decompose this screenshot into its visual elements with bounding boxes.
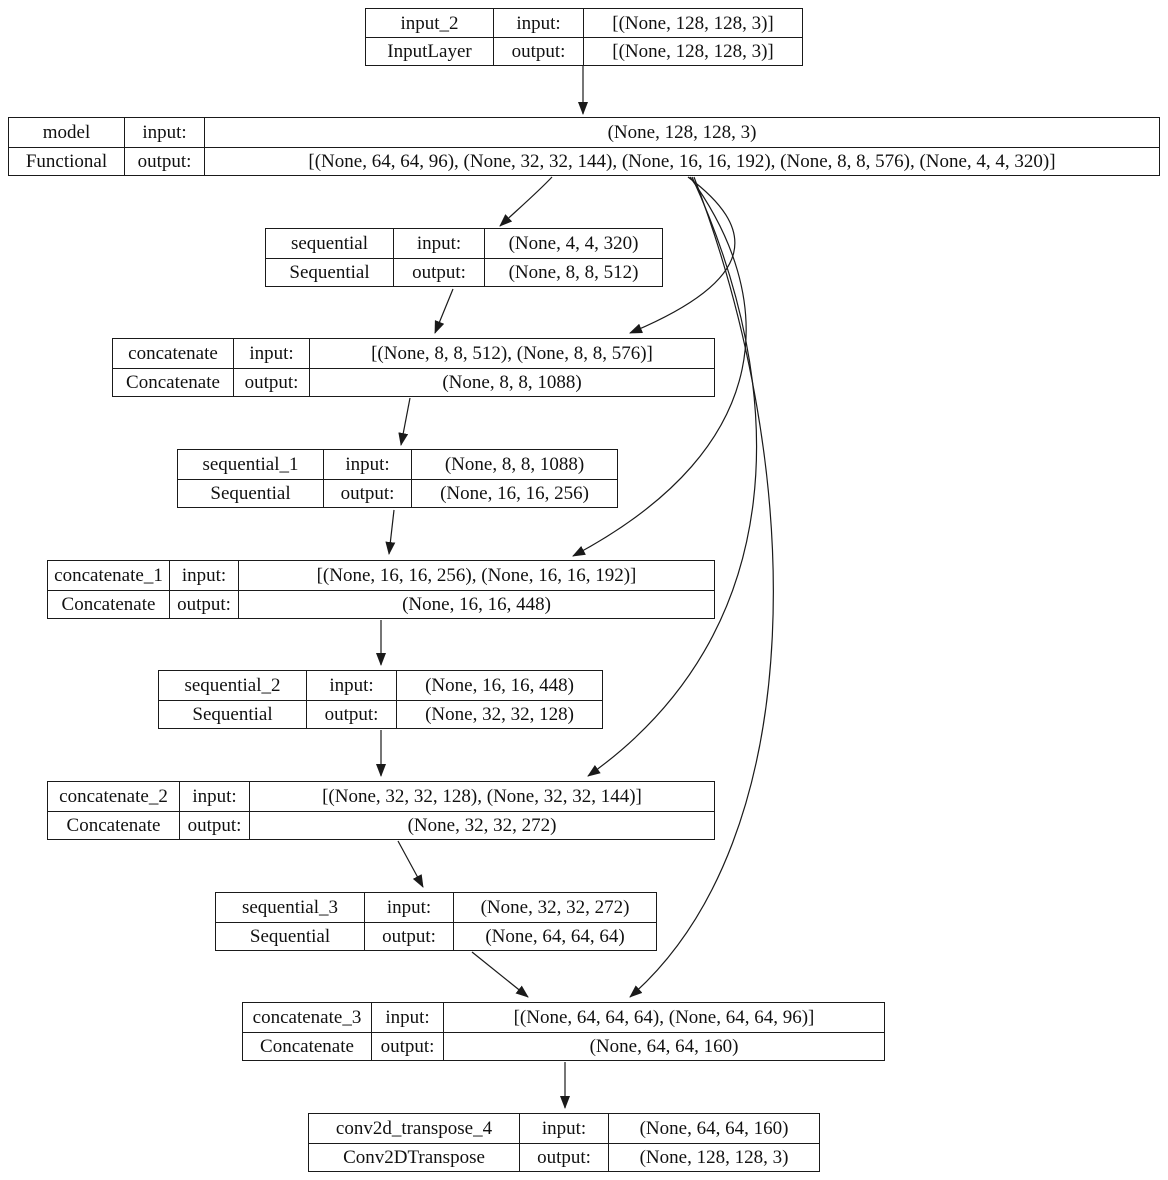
output-label: output: [169,589,238,618]
output-label: output: [306,699,396,728]
output-shape: (None, 32, 32, 272) [249,810,714,839]
node-sequential_1: sequential_1 input: (None, 8, 8, 1088) S… [177,449,618,508]
node-sequential: sequential input: (None, 4, 4, 320) Sequ… [265,228,663,287]
layer-name: concatenate [128,342,218,364]
output-label: output: [371,1031,443,1060]
output-label: output: [179,810,249,839]
input-label: input: [519,1114,608,1143]
node-sequential_3: sequential_3 input: (None, 32, 32, 272) … [215,892,657,951]
layer-name: sequential [290,232,369,254]
node-concatenate_2: concatenate_2 input: [(None, 32, 32, 128… [47,781,715,840]
output-shape: (None, 16, 16, 256) [411,478,617,507]
layer-class: Sequential [159,699,306,729]
edge-model-sequential [499,176,553,227]
input-shape: (None, 64, 64, 160) [608,1114,819,1143]
output-shape: (None, 16, 16, 448) [238,589,714,618]
input-shape: (None, 8, 8, 1088) [411,450,617,479]
input-shape: [(None, 16, 16, 256), (None, 16, 16, 192… [238,561,714,590]
input-label: input: [306,671,396,700]
layer-class: Conv2DTranspose [309,1142,519,1172]
input-label: input: [169,561,238,590]
input-label: input: [233,339,309,368]
edge-concatenate_2-sequential_3 [397,840,424,888]
edge-sequential_3-concatenate_3 [471,951,529,998]
input-shape: [(None, 8, 8, 512), (None, 8, 8, 576)] [309,339,714,368]
node-sequential_2: sequential_2 input: (None, 16, 16, 448) … [158,670,603,729]
layer-name: model [42,121,91,143]
node-concatenate: concatenate input: [(None, 8, 8, 512), (… [112,338,715,397]
layer-name: conv2d_transpose_4 [335,1117,493,1139]
node-model: model input: (None, 128, 128, 3) Functio… [8,117,1160,176]
input-label: input: [323,450,411,479]
output-label: output: [323,478,411,507]
output-label: output: [519,1142,608,1171]
input-label: input: [371,1003,443,1032]
layer-class: Sequential [216,921,364,951]
layer-class: InputLayer [366,37,493,65]
layer-name: sequential_1 [202,453,299,475]
output-shape: [(None, 128, 128, 3)] [583,37,802,65]
edge-sequential_1-concatenate_1 [385,509,396,555]
input-shape: (None, 128, 128, 3) [204,118,1159,147]
layer-class: Sequential [178,478,323,508]
layer-name: concatenate_2 [59,785,168,807]
output-shape: (None, 64, 64, 160) [443,1031,884,1060]
layer-class: Functional [9,146,124,176]
layer-class: Concatenate [48,589,169,619]
input-shape: [(None, 64, 64, 64), (None, 64, 64, 96)] [443,1003,884,1032]
output-shape: (None, 8, 8, 512) [484,257,662,286]
output-shape: (None, 32, 32, 128) [396,699,602,728]
edge-sequential-concatenate [434,288,454,334]
node-conv2d_transpose_4: conv2d_transpose_4 input: (None, 64, 64,… [308,1113,820,1172]
output-shape: (None, 64, 64, 64) [453,921,656,950]
input-label: input: [179,782,249,811]
output-shape: (None, 8, 8, 1088) [309,367,714,396]
layer-class: Concatenate [48,810,179,840]
input-label: input: [124,118,204,147]
output-label: output: [124,146,204,175]
node-concatenate_1: concatenate_1 input: [(None, 16, 16, 256… [47,560,715,619]
input-shape: (None, 32, 32, 272) [453,893,656,922]
layer-name: sequential_2 [184,674,281,696]
node-concatenate_3: concatenate_3 input: [(None, 64, 64, 64)… [242,1002,885,1061]
input-shape: (None, 4, 4, 320) [484,229,662,258]
layer-name: concatenate_1 [54,564,163,586]
layer-class: Concatenate [243,1031,371,1061]
input-shape: [(None, 128, 128, 3)] [583,9,802,37]
input-shape: (None, 16, 16, 448) [396,671,602,700]
layer-name: sequential_3 [241,896,339,918]
edge-concatenate-sequential_1 [398,397,411,446]
output-shape: [(None, 64, 64, 96), (None, 32, 32, 144)… [204,146,1159,175]
input-label: input: [364,893,453,922]
output-label: output: [233,367,309,396]
input-label: input: [493,9,583,37]
input-label: input: [393,229,484,258]
output-label: output: [393,257,484,286]
node-input_2: input_2 input: [(None, 128, 128, 3)] Inp… [365,8,803,66]
output-label: output: [493,37,583,65]
layer-class: Sequential [266,257,393,287]
layer-class: Concatenate [113,367,233,397]
layer-name: input_2 [400,12,459,34]
layer-name: concatenate_3 [252,1006,362,1028]
input-shape: [(None, 32, 32, 128), (None, 32, 32, 144… [249,782,714,811]
output-shape: (None, 128, 128, 3) [608,1142,819,1171]
output-label: output: [364,921,453,950]
